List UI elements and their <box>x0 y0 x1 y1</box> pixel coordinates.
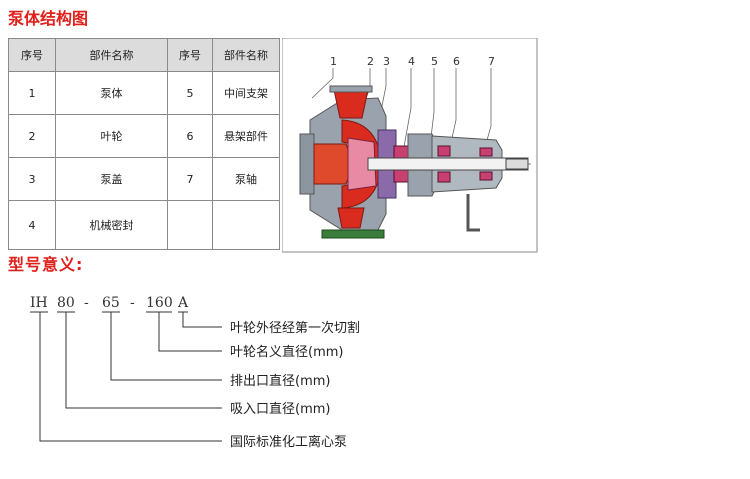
bearing-front-top <box>437 145 451 157</box>
callout-7: 7 <box>488 55 495 68</box>
callout-5: 5 <box>431 55 438 68</box>
part-name: 中间支架 <box>212 71 280 115</box>
part-name: 叶轮 <box>55 114 168 158</box>
shaft-end <box>505 158 529 170</box>
header-part-name: 部件名称 <box>212 38 280 72</box>
code-discharge-diameter: 65 <box>102 295 120 311</box>
meaning-suction-diameter: 吸入口直径(mm) <box>230 402 330 417</box>
header-number: 序号 <box>8 38 56 72</box>
pump-shaft <box>367 157 529 171</box>
callout-6: 6 <box>453 55 460 68</box>
part-number: 3 <box>8 157 56 201</box>
code-series: IH <box>30 295 48 311</box>
discharge-flange <box>329 85 373 93</box>
part-number: 6 <box>167 114 213 158</box>
parts-table: 序号 部件名称 序号 部件名称 1 泵体 5 中间支架 2 叶轮 6 悬架部件 … <box>8 38 280 250</box>
parts-section-title: 泵体结构图 <box>8 9 89 28</box>
model-section-title: 型号意义: <box>8 255 84 274</box>
discharge-outlet <box>333 89 369 119</box>
part-name: 泵轴 <box>212 157 280 201</box>
callout-2: 2 <box>367 55 374 68</box>
part-number: 1 <box>8 71 56 115</box>
code-dash: - <box>130 295 135 311</box>
callout-1: 1 <box>330 55 337 68</box>
suction-flange <box>299 133 315 195</box>
part-name: 泵盖 <box>55 157 168 201</box>
code-impeller-diameter: 160 <box>146 295 173 311</box>
parts-table-header-row: 序号 部件名称 序号 部件名称 <box>8 38 280 72</box>
leader-discharge <box>110 312 222 381</box>
table-row: 4 机械密封 <box>8 200 280 250</box>
part-name: 悬架部件 <box>212 114 280 158</box>
part-number: 4 <box>8 200 56 250</box>
leader-line-1 <box>311 68 334 99</box>
leader-line-4 <box>401 68 412 159</box>
volute-lower <box>337 207 365 229</box>
leader-suction <box>65 312 222 409</box>
bearing-rear-bottom <box>479 171 493 181</box>
code-cut-suffix: A <box>177 295 189 311</box>
table-row: 2 叶轮 6 悬架部件 <box>8 114 280 158</box>
callout-4: 4 <box>408 55 415 68</box>
meaning-discharge-diameter: 排出口直径(mm) <box>230 374 330 389</box>
part-number: 5 <box>167 71 213 115</box>
callout-3: 3 <box>383 55 390 68</box>
code-suction-diameter: 80 <box>57 295 75 311</box>
leader-line-6 <box>451 68 457 139</box>
meaning-impeller-cut: 叶轮外径经第一次切割 <box>230 320 360 336</box>
part-number <box>167 200 213 250</box>
part-name: 泵体 <box>55 71 168 115</box>
part-number: 7 <box>167 157 213 201</box>
part-number: 2 <box>8 114 56 158</box>
model-code-diagram: IH 80 - 65 - 160 A 叶轮外径经第一次切割 叶轮名义直径(mm)… <box>30 295 360 450</box>
leader-impeller <box>158 312 222 352</box>
code-dash: - <box>84 295 89 311</box>
part-name <box>212 200 280 250</box>
leader-series <box>39 312 222 442</box>
table-row: 3 泵盖 7 泵轴 <box>8 157 280 201</box>
meaning-pump-standard: 国际标准化工离心泵 <box>230 434 347 450</box>
pump-cross-section-diagram: 1 2 3 4 5 6 7 <box>282 38 538 253</box>
bearing-rear-top <box>479 147 493 157</box>
part-name: 机械密封 <box>55 200 168 250</box>
impeller <box>347 137 377 191</box>
bearing-front-bottom <box>437 171 451 183</box>
pump-base <box>321 229 385 239</box>
table-row: 1 泵体 5 中间支架 <box>8 71 280 115</box>
header-part-name: 部件名称 <box>55 38 168 72</box>
meaning-impeller-diameter: 叶轮名义直径(mm) <box>230 344 343 360</box>
header-number: 序号 <box>167 38 213 72</box>
leader-cut <box>182 312 222 328</box>
frame-support <box>466 194 480 232</box>
